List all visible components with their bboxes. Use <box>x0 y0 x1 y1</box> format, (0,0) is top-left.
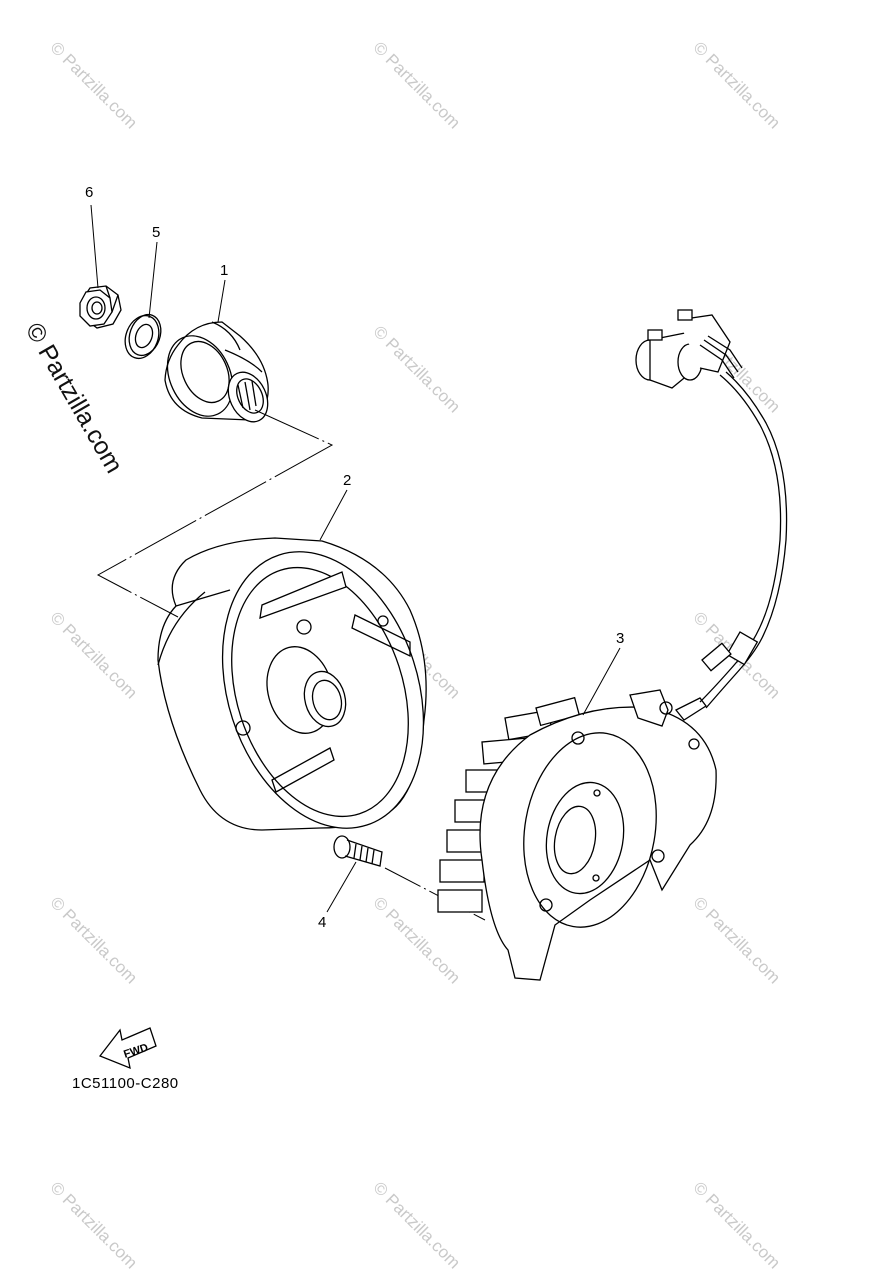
parts-diagram: FWD <box>79 204 788 1070</box>
callout-6: 6 <box>85 184 94 201</box>
leader-lines <box>90 204 621 913</box>
part-2-rotor[interactable] <box>157 526 457 855</box>
assembly-guide-lines <box>96 409 486 921</box>
forward-arrow-icon: FWD <box>98 1027 157 1070</box>
part-6-nut[interactable] <box>79 285 122 329</box>
part-1-collar[interactable] <box>155 321 275 428</box>
part-4-screw[interactable] <box>333 835 383 867</box>
part-3-stator[interactable] <box>437 689 717 981</box>
callout-2: 2 <box>343 472 352 489</box>
callout-5: 5 <box>152 224 161 241</box>
wire-harness <box>699 371 788 709</box>
callout-4: 4 <box>318 914 327 931</box>
callout-1: 1 <box>220 262 229 279</box>
part-code: 1C51100-C280 <box>72 1075 179 1092</box>
callout-3: 3 <box>616 630 625 647</box>
connector[interactable] <box>635 309 743 389</box>
part-5-washer[interactable] <box>119 310 166 363</box>
